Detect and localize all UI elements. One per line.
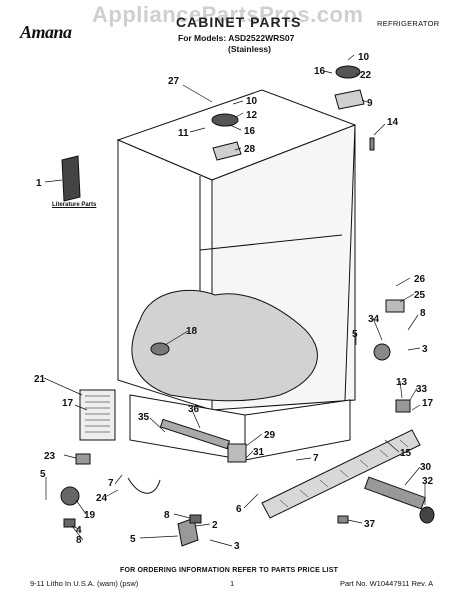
front-roller-left — [60, 486, 80, 506]
callout-c31: 31 — [253, 447, 265, 458]
callout-c8b: 8 — [76, 535, 82, 546]
callout-c18: 18 — [186, 326, 198, 337]
rear-vent-panel — [79, 389, 116, 441]
ordering-note: FOR ORDERING INFORMATION REFER TO PARTS … — [120, 567, 339, 574]
callout-c12: 12 — [246, 110, 258, 121]
upper-right-hinge-cap — [335, 65, 361, 79]
callout-c34: 34 — [368, 314, 380, 325]
filter-cap — [419, 506, 435, 524]
front-roller-right — [373, 343, 391, 361]
callout-c19: 19 — [84, 510, 96, 521]
callout-c14: 14 — [387, 117, 399, 128]
callout-c4: 4 — [76, 525, 82, 536]
callout-c35: 35 — [138, 412, 150, 423]
callout-c7a: 7 — [313, 453, 319, 464]
roller-spacer — [63, 518, 76, 528]
filter-housing — [364, 476, 426, 510]
finish-line: (Stainless) — [228, 44, 271, 54]
part-number: Part No. W10447911 Rev. A — [340, 579, 434, 588]
callout-c5b: 5 — [40, 469, 46, 480]
callout-c1: 1 — [36, 178, 42, 189]
callout-c25: 25 — [414, 290, 426, 301]
page-title: CABINET PARTS — [176, 14, 302, 30]
caster-spacer — [189, 514, 202, 524]
roller-bracket-block — [385, 299, 405, 313]
callout-c29: 29 — [264, 430, 276, 441]
models-line: For Models: ASD2522WRS07 — [178, 33, 295, 43]
callout-c26: 26 — [414, 274, 426, 285]
callout-c3a: 3 — [422, 344, 428, 355]
callout-c33: 33 — [416, 384, 428, 395]
callout-c8c: 8 — [164, 510, 170, 521]
callout-c28: 28 — [244, 144, 256, 155]
callout-c3b: 3 — [234, 541, 240, 552]
litho-line: 9-11 Litho In U.S.A. (wam) (psw) — [30, 579, 139, 588]
toe-grille — [261, 429, 421, 519]
upper-right-hinge-plate — [334, 89, 365, 110]
water-valve-body — [227, 443, 247, 463]
callout-c15: 15 — [400, 448, 412, 459]
callout-c37: 37 — [364, 519, 376, 530]
water-line-tube — [127, 477, 161, 494]
callout-c11: 11 — [178, 128, 189, 139]
callout-c10a: 10 — [358, 52, 370, 63]
page-number: 1 — [230, 579, 235, 588]
callout-c17a: 17 — [62, 398, 74, 409]
leveling-leg-bracket — [395, 399, 411, 413]
watermark: AppliancePartsPros.com — [92, 2, 364, 27]
callout-c17b: 17 — [422, 398, 434, 409]
bracket-23 — [75, 453, 91, 465]
callout-c36: 36 — [188, 404, 200, 415]
callout-c22: 22 — [360, 70, 372, 81]
callout-c23: 23 — [44, 451, 56, 462]
literature-booklet — [61, 155, 81, 202]
callout-c2: 2 — [212, 520, 218, 531]
callout-c21: 21 — [34, 374, 46, 385]
hinge-pin — [369, 137, 375, 151]
callout-c32: 32 — [422, 476, 434, 487]
callout-c7b: 7 — [108, 478, 114, 489]
callout-c16a: 16 — [314, 66, 326, 77]
callout-c5a: 5 — [352, 329, 358, 340]
brand-logo: Amana — [20, 22, 72, 42]
top-hinge-cap — [211, 113, 239, 127]
callout-c30: 30 — [420, 462, 432, 473]
clip-37 — [337, 515, 349, 524]
callout-c27: 27 — [168, 76, 180, 87]
literature-parts-label: Literature Parts — [52, 202, 97, 208]
callout-c9: 9 — [367, 98, 373, 109]
callout-c5c: 5 — [130, 534, 136, 545]
callout-c8a: 8 — [420, 308, 426, 319]
callout-c16b: 16 — [244, 126, 256, 137]
category-label: REFRIGERATOR — [377, 19, 440, 28]
rear-caster-bracket — [177, 517, 199, 547]
callout-c10b: 10 — [246, 96, 258, 107]
top-hinge-plate — [212, 141, 242, 161]
callout-c6: 6 — [236, 504, 242, 515]
callout-c24: 24 — [96, 493, 108, 504]
drain-fitting — [150, 342, 170, 356]
callout-c13: 13 — [396, 377, 408, 388]
cutaway-section — [131, 289, 318, 402]
